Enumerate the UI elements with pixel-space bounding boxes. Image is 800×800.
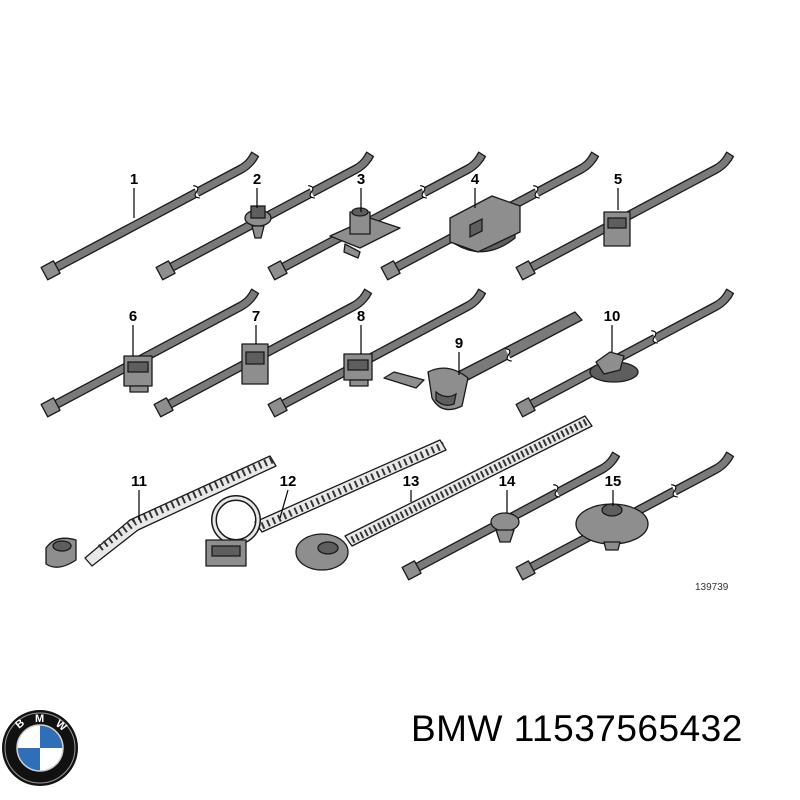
part-label-11: 11 <box>131 473 147 490</box>
diagram-id: 139739 <box>695 582 729 593</box>
part-label-3: 3 <box>357 171 365 188</box>
part-label-7: 7 <box>252 308 260 325</box>
part-label-15: 15 <box>605 473 622 490</box>
part-label-9: 9 <box>455 335 463 352</box>
part-label-5: 5 <box>614 171 622 188</box>
bmw-logo: B M W <box>2 710 78 786</box>
part-label-1: 1 <box>130 171 138 188</box>
cable-tie-6 <box>39 286 264 418</box>
part-label-8: 8 <box>357 308 365 325</box>
cable-tie-3 <box>266 149 491 281</box>
bmw-logo-letter-m: M <box>35 713 44 725</box>
part-label-13: 13 <box>403 473 420 490</box>
part-label-4: 4 <box>471 171 480 188</box>
cable-tie-4 <box>379 149 604 281</box>
leader-lines <box>132 188 619 520</box>
cable-tie-8 <box>266 286 491 418</box>
part-label-2: 2 <box>253 171 261 188</box>
part-label-12: 12 <box>280 473 297 490</box>
strap-clip-12 <box>205 439 447 567</box>
cable-tie-10 <box>514 286 739 418</box>
strap-clip-11 <box>45 455 277 568</box>
cable-tie-14 <box>400 449 625 581</box>
cable-tie-1 <box>39 149 264 281</box>
strap-clip-13 <box>295 415 593 571</box>
cable-tie-7 <box>152 286 377 418</box>
part-label-6: 6 <box>129 308 137 325</box>
cable-tie-15 <box>514 449 739 581</box>
part-number-label: BMW 11537565432 <box>411 708 743 749</box>
cable-tie-2 <box>154 149 379 281</box>
cable-tie-5 <box>514 149 739 281</box>
part-label-10: 10 <box>604 308 621 325</box>
part-label-14: 14 <box>499 473 516 490</box>
cable-tie-9 <box>383 311 583 411</box>
